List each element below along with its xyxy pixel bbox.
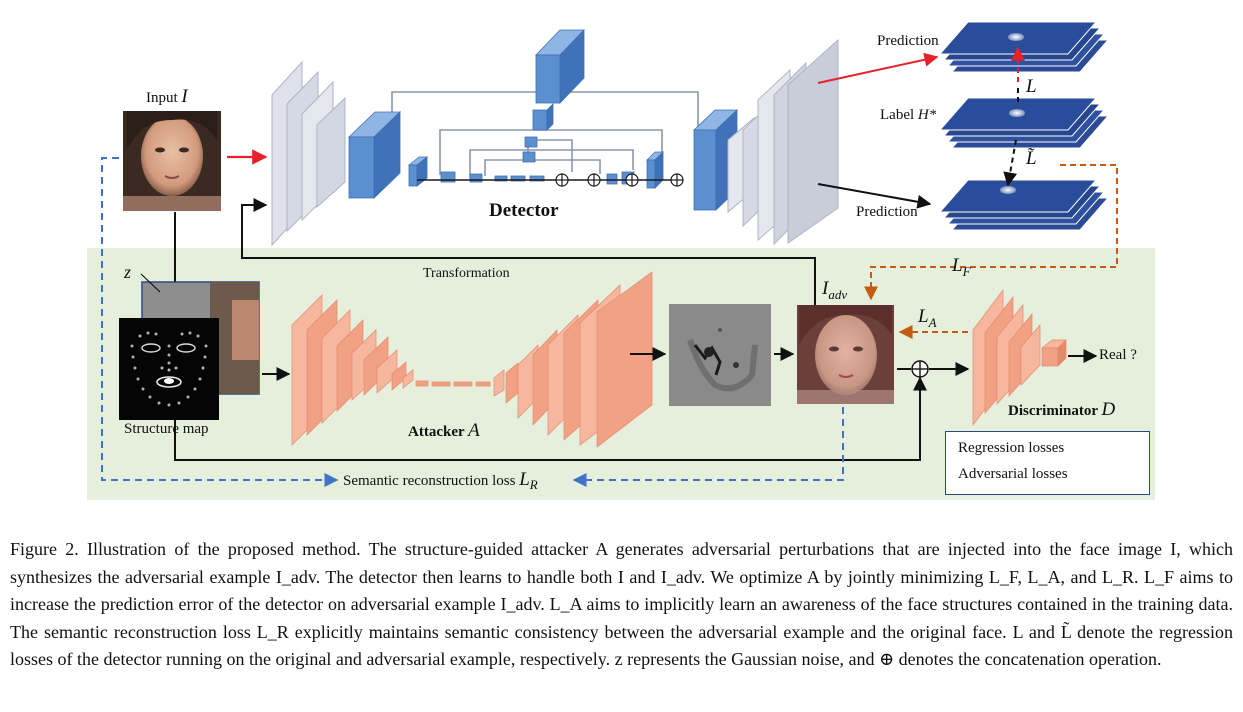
- iadv-label: Iadv: [822, 278, 848, 302]
- prediction-bottom-arrow: [817, 183, 932, 209]
- real-output-label: Real ?: [1099, 347, 1137, 363]
- heatmap-stack-top: [938, 21, 1110, 73]
- discriminator-label: Discriminator D: [1008, 399, 1116, 420]
- method-figure: Input I Detector Prediction Label H* Pre…: [87, 21, 1155, 500]
- adversarial-face-image: [797, 305, 894, 404]
- heatmap-stack-label: [938, 97, 1110, 149]
- loss-legend: Regression losses Adversarial losses: [945, 431, 1150, 495]
- loss-ltilde-label: L̃: [1026, 148, 1037, 169]
- heatmap-stack-bottom: [938, 179, 1110, 231]
- prediction-top-arrow: [817, 52, 939, 84]
- structure-map-label: Structure map: [124, 421, 209, 437]
- legend-adversarial: Adversarial losses: [958, 466, 1068, 482]
- loss-lf-label: LF: [952, 255, 971, 279]
- legend-regression: Regression losses: [958, 440, 1065, 456]
- loss-ltilde-arrow: [1003, 139, 1018, 187]
- attacker-label: Attacker A: [408, 420, 480, 441]
- detector-network: [271, 29, 839, 247]
- prediction-bottom-label: Prediction: [856, 204, 918, 220]
- noise-z-label: z: [124, 262, 132, 282]
- structure-map-image: [119, 318, 219, 420]
- perturbation-image: [669, 304, 771, 406]
- semantic-loss-label: Semantic reconstruction loss LR: [343, 469, 538, 492]
- loss-lf-path: [864, 164, 1118, 301]
- caption-text: Figure 2. Illustration of the proposed m…: [10, 539, 1233, 669]
- figure-diagram: [87, 21, 1155, 500]
- semantic-loss-path: [101, 157, 339, 487]
- label-h-label: Label H*: [880, 107, 937, 123]
- transformation-label: Transformation: [423, 266, 510, 281]
- input-face-image: [123, 111, 221, 211]
- detector-label: Detector: [489, 200, 559, 221]
- attacker-network: [291, 271, 653, 448]
- discriminator-network: [972, 288, 1067, 427]
- loss-l-label: L: [1026, 76, 1037, 97]
- concat-symbol: [911, 360, 929, 378]
- input-label: Input I: [146, 86, 188, 107]
- figure-caption: Figure 2. Illustration of the proposed m…: [10, 536, 1233, 674]
- prediction-top-label: Prediction: [877, 33, 939, 49]
- adv-to-detector-path: [241, 198, 816, 305]
- loss-la-label: LA: [918, 306, 937, 330]
